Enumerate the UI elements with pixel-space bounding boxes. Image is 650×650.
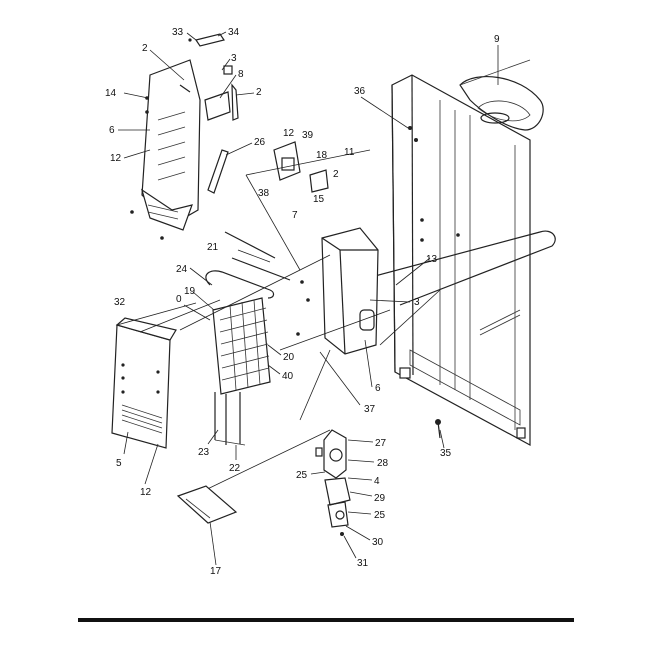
callout-21: 21 xyxy=(207,242,219,253)
callout-26: 26 xyxy=(254,137,266,148)
drain-trough xyxy=(176,485,238,524)
callout-9: 9 xyxy=(494,34,500,45)
callout-0: 0 xyxy=(176,294,182,305)
callout-25: 25 xyxy=(296,470,308,481)
freezer-air-grille xyxy=(111,317,177,449)
callout-40: 40 xyxy=(282,371,294,382)
callout-15: 15 xyxy=(313,194,325,205)
callout-7: 7 xyxy=(292,210,298,221)
callout-12: 12 xyxy=(110,153,122,164)
duct-channel xyxy=(207,149,229,194)
callout-36: 36 xyxy=(354,86,366,97)
callout-23: 23 xyxy=(198,447,210,458)
callout-30: 30 xyxy=(372,537,384,548)
callout-39: 39 xyxy=(302,130,314,141)
callout-2: 2 xyxy=(256,87,262,98)
motor-assembly xyxy=(315,419,441,536)
callout-2: 2 xyxy=(333,169,339,180)
callout-3: 3 xyxy=(231,53,237,64)
callout-12: 12 xyxy=(283,128,295,139)
callout-34: 34 xyxy=(228,27,240,38)
callout-22: 22 xyxy=(229,463,241,474)
callout-27: 27 xyxy=(375,438,387,449)
fan-shroud xyxy=(296,227,379,355)
callout-17: 17 xyxy=(210,566,222,577)
assembly-leader-lines xyxy=(139,254,441,496)
callout-6: 6 xyxy=(375,383,381,394)
callout-24: 24 xyxy=(176,264,188,275)
callout-14: 14 xyxy=(105,88,117,99)
callout-13: 13 xyxy=(426,254,438,265)
callout-28: 28 xyxy=(377,458,389,469)
callout-4: 4 xyxy=(374,476,380,487)
callout-6: 6 xyxy=(109,125,115,136)
callout-32: 32 xyxy=(114,297,126,308)
callout-labels: 33 34 2 3 8 2 14 6 12 26 12 39 18 11 2 3… xyxy=(105,27,500,577)
callout-11: 11 xyxy=(344,147,355,158)
callout-29: 29 xyxy=(374,493,386,504)
footer-rule xyxy=(78,618,574,622)
callout-8: 8 xyxy=(238,69,244,80)
callout-20: 20 xyxy=(283,352,295,363)
callout-25: 25 xyxy=(374,510,386,521)
cabinet-top-trim xyxy=(459,59,544,131)
callout-5: 5 xyxy=(116,458,122,469)
damper-control xyxy=(245,141,371,271)
callout-38: 38 xyxy=(258,188,270,199)
callout-35: 35 xyxy=(440,448,452,459)
callout-leaders xyxy=(116,31,499,566)
callout-31: 31 xyxy=(357,558,369,569)
cabinet-shell xyxy=(391,74,531,447)
drain-tube xyxy=(359,230,556,306)
callout-3: 3 xyxy=(414,297,420,308)
hinge-bracket xyxy=(179,33,239,121)
evaporator-coil xyxy=(205,231,291,446)
callout-18: 18 xyxy=(316,150,328,161)
callout-19: 19 xyxy=(184,286,196,297)
callout-2: 2 xyxy=(142,43,148,54)
evaporator-cover-panel xyxy=(130,59,201,240)
callout-12: 12 xyxy=(140,487,152,498)
callout-37: 37 xyxy=(364,404,376,415)
callout-33: 33 xyxy=(172,27,184,38)
